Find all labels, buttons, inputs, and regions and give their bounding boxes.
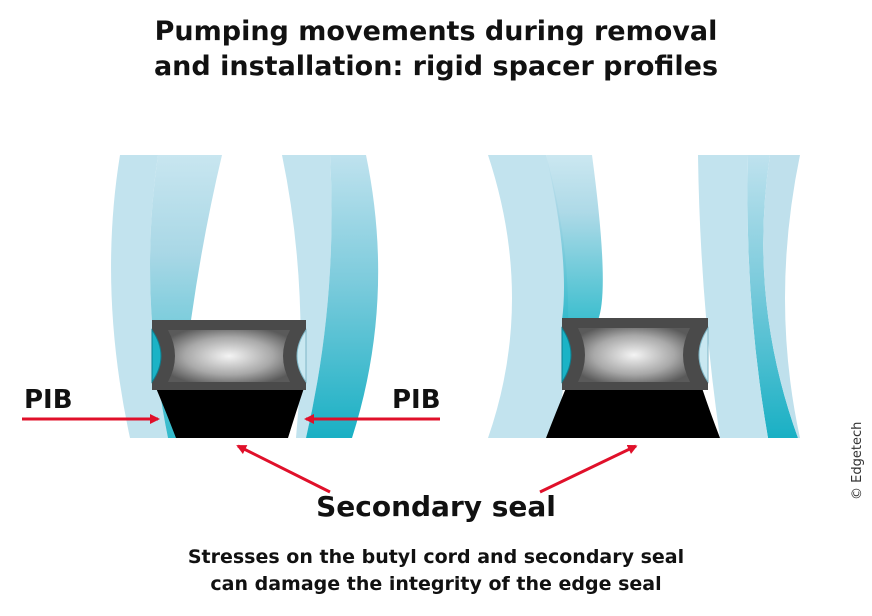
right-unit-pane-a-outer — [488, 155, 569, 438]
right-glazing-unit — [488, 155, 800, 438]
caption-line-2: can damage the integrity of the edge sea… — [210, 573, 662, 595]
title-line-1: Pumping movements during removal — [154, 16, 718, 47]
left-spacer-hollow — [168, 330, 290, 382]
secondary-seal-arrow-left — [236, 444, 331, 494]
secondary-seal-label: Secondary seal — [316, 490, 556, 523]
left-secondary-seal — [156, 388, 304, 438]
secondary-seal-arrow-right — [539, 444, 638, 494]
diagram-title: Pumping movements during removal and ins… — [0, 14, 872, 84]
right-pane-inner-face — [282, 155, 332, 438]
right-spacer-hollow — [578, 328, 690, 382]
caption-line-1: Stresses on the butyl cord and secondary… — [187, 546, 685, 568]
pib-label-left: PIB — [24, 385, 73, 415]
left-pib-bead-left — [151, 328, 162, 384]
right-pib-bead-left — [561, 326, 572, 384]
right-unit-pane-a-face — [546, 155, 603, 320]
right-unit-pane-b-outer — [763, 155, 800, 438]
copyright-notice: © Edgetech — [850, 421, 865, 500]
right-pane-outer — [306, 155, 379, 438]
caption: Stresses on the butyl cord and secondary… — [0, 544, 872, 598]
left-glazing-unit — [111, 155, 379, 438]
right-secondary-seal — [546, 388, 720, 438]
right-pib-bead-right — [698, 326, 709, 384]
right-unit-pane-b-inner — [698, 155, 768, 438]
annotation-arrows — [22, 414, 638, 494]
left-pib-bead-right — [296, 328, 307, 384]
title-line-2: and installation: rigid spacer profiles — [153, 51, 719, 82]
pib-label-right: PIB — [392, 385, 441, 415]
right-unit-pane-b-face — [747, 155, 798, 438]
